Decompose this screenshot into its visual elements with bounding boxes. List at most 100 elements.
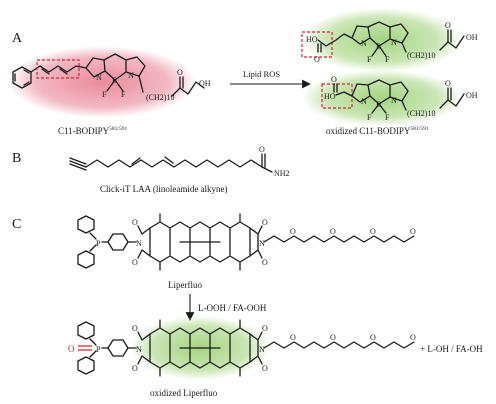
liperfluo-o-2: O [132, 258, 138, 267]
imide-right [249, 225, 263, 259]
liperfluo-n-right: N [259, 239, 265, 248]
product-2-fluorine-2: F [385, 113, 390, 122]
ox-imide-right [249, 331, 263, 365]
oxidized-liperfluo-structure [77, 319, 415, 377]
panel-letter-a: A [12, 31, 23, 46]
product-2-left-pyrrole [351, 83, 371, 103]
po-double-bond [78, 345, 92, 351]
ox-phenyl-upper [77, 321, 95, 340]
product-1-highlight [302, 8, 462, 72]
product-name: oxidized C11-BODIPY581/591 [326, 126, 429, 136]
probe-chain-label: (CH2)10 [146, 93, 174, 102]
click-it-laa-label: Click-iT LAA (linoleamide alkyne) [100, 184, 228, 194]
ox-p-bonds [89, 338, 109, 358]
product-2-n-right: N [391, 96, 397, 105]
ox-peg-chain [263, 341, 415, 349]
perylene-core [149, 213, 251, 271]
boron-fluorine-bonds [106, 79, 124, 92]
p-bonds [89, 232, 109, 252]
c11-bodipy-structure [12, 53, 205, 97]
carboxyl-double-bond [179, 76, 184, 89]
diene-oxidation-box [36, 59, 80, 79]
imide-left [137, 225, 151, 259]
product-1-acid-oh: OH [466, 33, 478, 42]
product-1-acid-oxygen: O [445, 21, 451, 30]
peg-o-4: O [410, 227, 416, 236]
phenyl-double-bonds [14, 69, 30, 86]
liperfluo-o-3: O [262, 218, 268, 227]
phosphine-oxide-oxygen: O [68, 344, 75, 354]
probe-fluorine-2: F [121, 90, 126, 99]
liperfluo-n-left: N [136, 239, 142, 248]
probe-n-left: N [96, 73, 102, 82]
left-pyrrole [85, 57, 106, 78]
product-2-chain [401, 93, 465, 111]
ox-peg-o-4: O [410, 333, 416, 342]
product-2-carboxyl [333, 83, 353, 97]
product-1-right-pyrrole [389, 23, 409, 44]
phenyl-lower [77, 250, 95, 269]
product-1-oxidation-box [301, 31, 333, 58]
product-1-oxygen: O [314, 55, 320, 64]
product-2-acid-oxygen: O [445, 79, 451, 88]
product-1-acrylic [317, 33, 353, 53]
fatty-chain [85, 159, 263, 168]
diene-linker [30, 65, 87, 73]
probe-highlight [8, 46, 196, 118]
ox-peg-o-2: O [330, 333, 336, 342]
ox-o-2: O [132, 364, 138, 373]
probe-name-superscript: 581/591 [109, 126, 127, 132]
product-2-oxygen: O [331, 75, 337, 84]
ox-phosphorus: P [96, 345, 101, 354]
product-1-bf-bonds [371, 45, 387, 57]
probe-carbonyl-oxygen: O [177, 68, 183, 77]
liperfluo-o-1: O [132, 218, 138, 227]
product-name-superscript: 581/591 [410, 126, 428, 132]
terminal-alkyne [69, 157, 87, 171]
ox-aryl-ring [107, 339, 129, 357]
ox-o-4: O [262, 364, 268, 373]
panel-letter-b: B [12, 151, 21, 166]
diene-double-bonds [41, 68, 68, 75]
product-2-central-ring [367, 79, 391, 105]
peg-o-3: O [370, 227, 376, 236]
oxidized-liperfluo-name: oxidized Liperfluo [150, 388, 218, 398]
liperfluo-structure [77, 213, 415, 271]
peg-o-1: O [290, 227, 296, 236]
oxidized-product-2-structure [321, 79, 465, 114]
probe-carboxyl-oh: OH [199, 79, 211, 88]
cis-double-bond-1 [131, 157, 141, 165]
ox-perylene-core [149, 319, 251, 377]
amide-carbonyl [261, 153, 273, 173]
central-ring [103, 53, 127, 81]
probe-n-right: N [128, 71, 134, 80]
amide-oxygen: O [259, 145, 265, 154]
ox-imide-left [137, 331, 151, 365]
product-1-n-left: N [361, 39, 367, 48]
product-1-carbonyl [447, 29, 452, 43]
aryl-ring [107, 233, 129, 251]
peg-o-2: O [330, 227, 336, 236]
liperfluo-o-4: O [262, 258, 268, 267]
ox-phenyl-lower [77, 356, 95, 375]
oxidized-product-1-structure [301, 21, 465, 58]
ox-peg-o-3: O [370, 333, 376, 342]
product-1-fluorine-2: F [385, 55, 390, 64]
right-pyrrole [125, 56, 146, 77]
product-2-acid-oh: OH [466, 91, 478, 100]
probe-name-main: C11-BODIPY [58, 126, 110, 136]
ox-n-right: N [259, 345, 265, 354]
product-1-left-pyrrole [351, 25, 371, 45]
probe-boron: B [112, 76, 117, 85]
product-2-right-pyrrole [389, 81, 409, 102]
ox-o-3: O [262, 324, 268, 333]
probe-name: C11-BODIPY581/591 [58, 126, 127, 136]
product-2-chain-label: (CH2)10 [407, 109, 435, 118]
hydroperoxide-label: L-OOH / FA-OOH [198, 303, 267, 313]
alcohol-byproduct: + L-OH / FA-OH [420, 344, 483, 354]
amide-nh2: NH2 [274, 169, 290, 178]
alkyl-chain [138, 75, 205, 97]
probe-fluorine-1: F [102, 90, 107, 99]
product-1-n-right: N [391, 38, 397, 47]
